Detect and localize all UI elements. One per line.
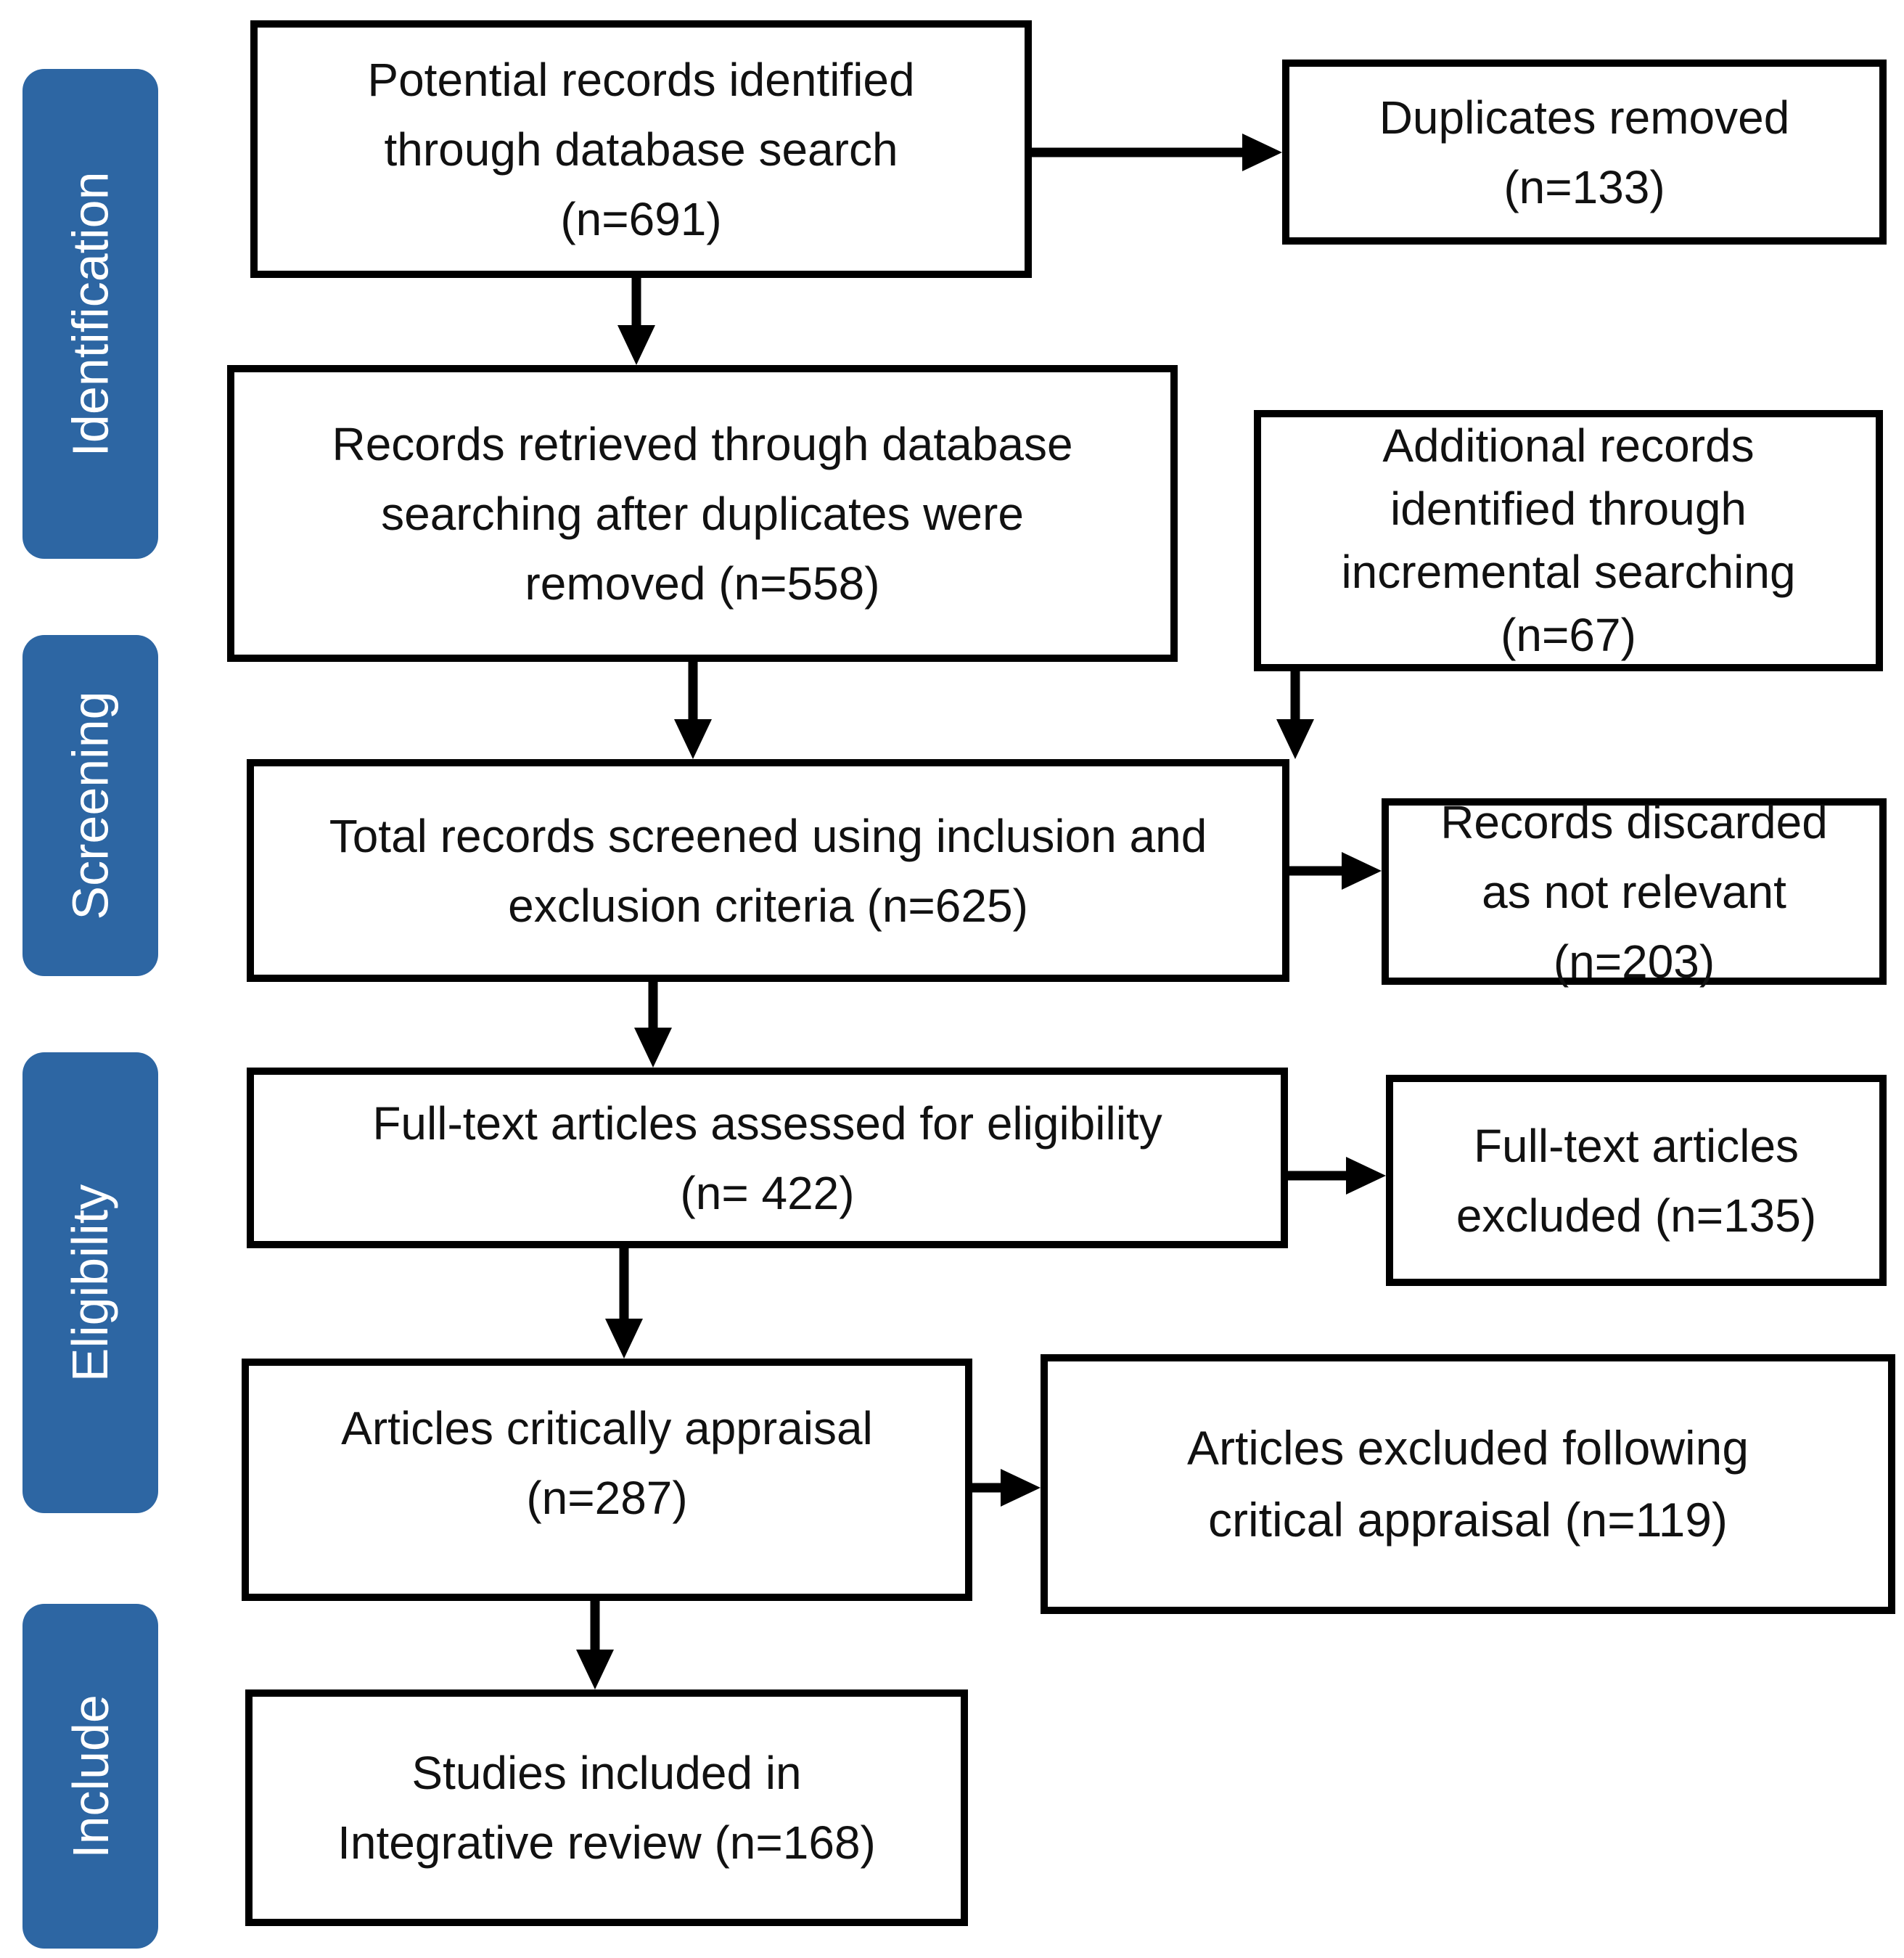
arrow-potential-to-retrieved xyxy=(617,278,655,365)
box-critically-appraised: Articles critically appraisal (n=287) xyxy=(242,1359,972,1601)
arrow-potential-to-duplicates xyxy=(1032,134,1282,171)
stage-label-include: Include xyxy=(22,1604,158,1949)
arrow-fulltext-to-appraised xyxy=(605,1248,643,1359)
box-appraisal-excluded: Articles excluded following critical app… xyxy=(1041,1354,1895,1614)
arrow-appraised-to-included xyxy=(576,1601,614,1689)
box-potential-records: Potential records identified through dat… xyxy=(250,20,1032,278)
box-records-discarded: Records discarded as not relevant (n=203… xyxy=(1382,796,1887,988)
arrow-screened-to-discarded xyxy=(1289,852,1382,890)
box-total-screened: Total records screened using inclusion a… xyxy=(247,759,1289,982)
box-studies-included: Studies included in Integrative review (… xyxy=(245,1689,968,1926)
arrow-screened-to-fulltext xyxy=(634,982,672,1068)
arrow-additional-to-screened xyxy=(1276,671,1314,759)
box-additional-records: Additional records identified through in… xyxy=(1254,410,1883,671)
arrow-retrieved-to-screened xyxy=(674,662,712,759)
stage-label-identification: Identification xyxy=(22,69,158,559)
stage-label-screening: Screening xyxy=(22,635,158,976)
box-records-retrieved: Records retrieved through database searc… xyxy=(227,365,1178,662)
box-fulltext-assessed: Full-text articles assessed for eligibil… xyxy=(247,1068,1288,1248)
arrow-fulltext-to-excluded xyxy=(1288,1157,1386,1195)
box-fulltext-excluded: Full-text articles excluded (n=135) xyxy=(1386,1075,1887,1286)
arrow-appraised-to-excluded xyxy=(972,1469,1041,1507)
box-duplicates-removed: Duplicates removed (n=133) xyxy=(1282,60,1887,245)
stage-label-eligibility: Eligibility xyxy=(22,1052,158,1513)
